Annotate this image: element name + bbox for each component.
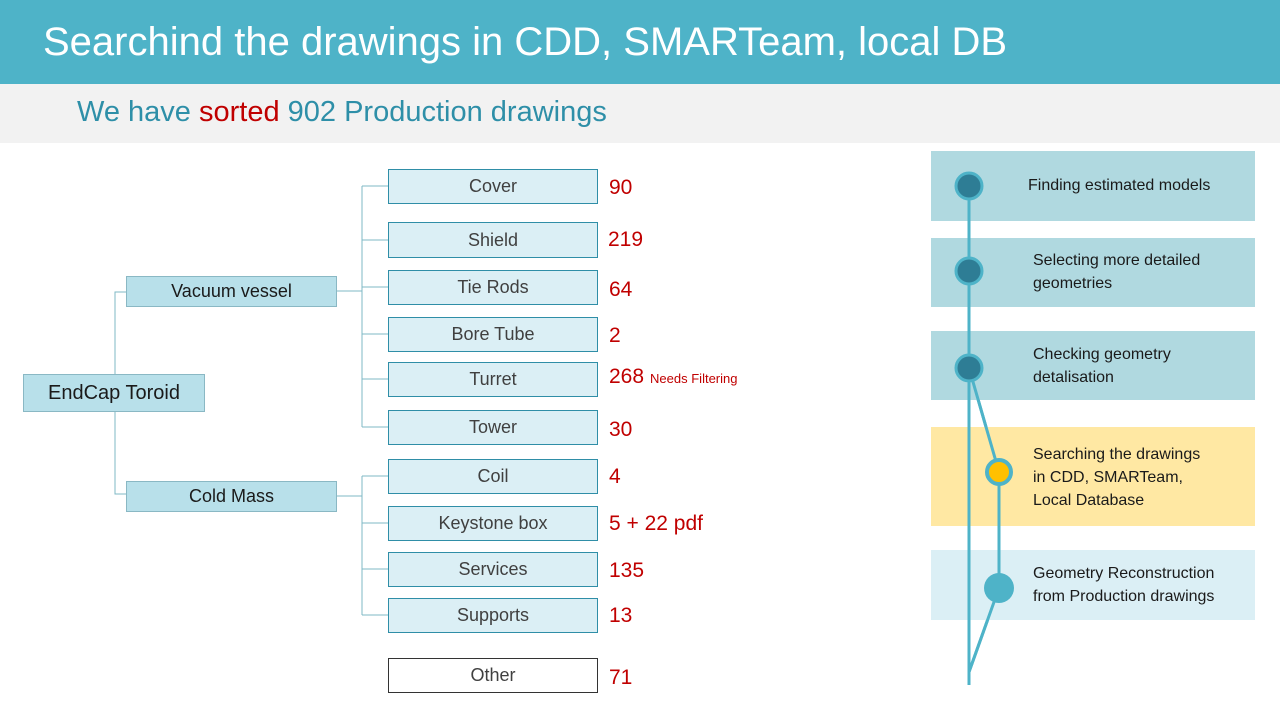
item-bore-tube: Bore Tube [388, 317, 598, 352]
count-cover: 90 [609, 176, 633, 199]
count-keystone-box: 5 + 22 pdf [609, 512, 703, 535]
count-turret-row: 268 Needs Filtering [609, 365, 737, 389]
item-tower: Tower [388, 410, 598, 445]
subtitle-highlight: sorted [198, 96, 280, 128]
count-tower: 30 [609, 418, 633, 441]
item-other: Other [388, 658, 598, 693]
subtitle-bar [0, 84, 1280, 143]
timeline-branch-overlay [967, 367, 1001, 673]
item-cover: Cover [388, 169, 598, 204]
step-1-label: Finding estimated models [1028, 177, 1211, 194]
count-other: 71 [609, 666, 633, 689]
step-5-marker [984, 573, 1014, 603]
count-turret: 268 [609, 365, 645, 388]
item-supports: Supports [388, 598, 598, 633]
root-node: EndCap Toroid [23, 374, 205, 412]
root-connector [114, 291, 126, 495]
group-vacuum-vessel: Vacuum vessel [126, 276, 337, 307]
cold-mass-connector [337, 475, 388, 616]
item-coil: Coil [388, 459, 598, 494]
slide-title: Searchind the drawings in CDD, SMARTeam,… [43, 20, 1008, 64]
count-coil: 4 [609, 465, 621, 488]
item-shield: Shield [388, 222, 598, 258]
vacuum-vessel-connector [337, 185, 388, 428]
group-cold-mass: Cold Mass [126, 481, 337, 512]
step-3-marker [954, 353, 984, 383]
item-services: Services [388, 552, 598, 587]
turret-note: Needs Filtering [650, 371, 738, 386]
slide-subtitle: We have sorted 902 Production drawings [77, 96, 607, 129]
count-supports: 13 [609, 604, 633, 627]
subtitle-suffix: 902 Production drawings [279, 96, 607, 128]
step-1-marker [954, 171, 984, 201]
count-shield: 219 [608, 228, 644, 251]
item-tie-rods: Tie Rods [388, 270, 598, 305]
slide-header [0, 0, 1280, 84]
item-keystone-box: Keystone box [388, 506, 598, 541]
step-4-marker [985, 458, 1013, 486]
item-turret: Turret [388, 362, 598, 397]
subtitle-prefix: We have [77, 96, 199, 128]
count-tie-rods: 64 [609, 278, 633, 301]
count-services: 135 [609, 559, 645, 582]
count-bore-tube: 2 [609, 324, 621, 347]
step-2-marker [954, 256, 984, 286]
step-finding-models: Finding estimated models [931, 151, 1255, 221]
